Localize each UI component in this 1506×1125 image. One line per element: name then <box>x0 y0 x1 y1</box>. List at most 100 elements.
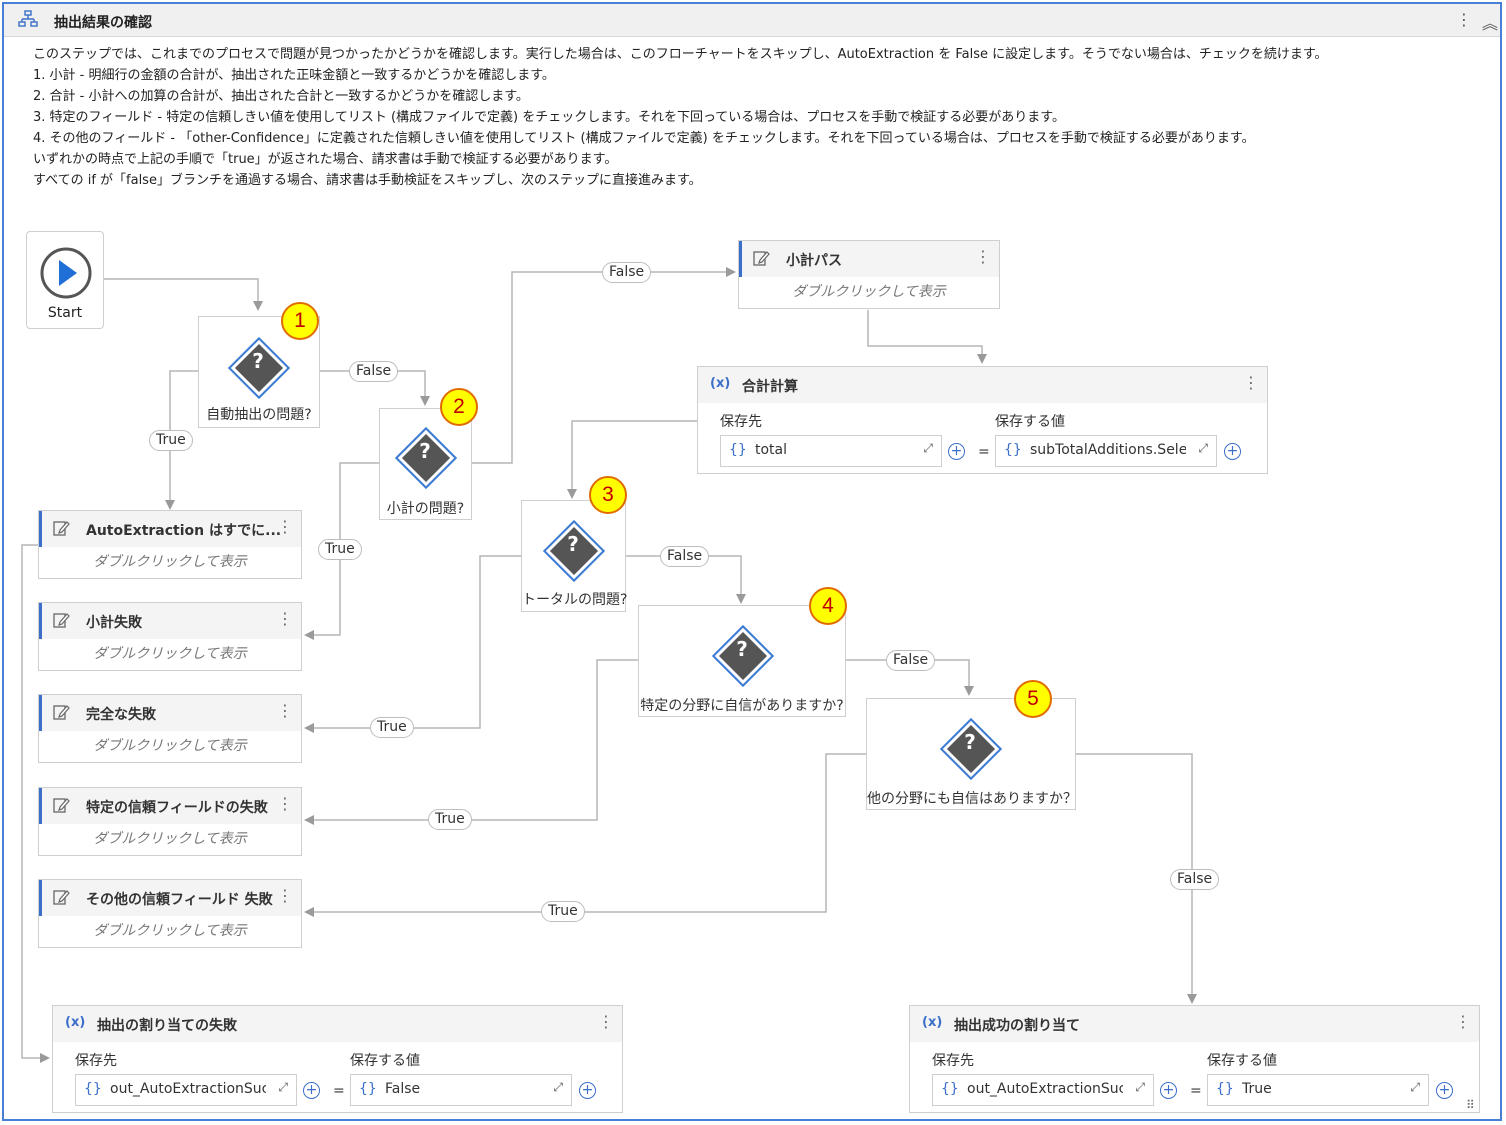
decision-other-fields[interactable]: ? 他の分野にも自信はありますか？ <box>866 698 1077 810</box>
flowchart-icon <box>18 10 38 32</box>
activity-hint: ダブルクリックして表示 <box>93 831 247 847</box>
decision-subtotal[interactable]: ? 小計の問題? <box>379 408 472 520</box>
edge-label-true[interactable]: True <box>428 809 472 830</box>
step-badge-3: 3 <box>589 476 627 514</box>
activity-hint: ダブルクリックして表示 <box>93 738 247 754</box>
assign-to-value: out_AutoExtractionSuc <box>110 1081 266 1097</box>
description-line: すべての if が「false」ブランチを通過する場合、請求書は手動検証をスキッ… <box>33 173 702 188</box>
step-badge-4: 4 <box>809 587 847 625</box>
more-options-icon[interactable]: ⋮ <box>1455 1012 1471 1031</box>
assign-value-field[interactable]: {} True ⤢ <box>1207 1074 1429 1106</box>
equals-sign: = <box>978 444 990 460</box>
more-options-icon[interactable]: ⋮ <box>277 701 293 720</box>
edge-label-true[interactable]: True <box>318 539 362 560</box>
edge-label-true[interactable]: True <box>541 901 585 922</box>
expression-icon: {} <box>1004 442 1022 458</box>
more-options-icon[interactable]: ⋮ <box>277 794 293 813</box>
edit-icon <box>53 798 70 813</box>
activity-title: 小計パス <box>786 253 842 269</box>
assign-to-value: out_AutoExtractionSuc <box>967 1081 1123 1097</box>
expand-icon[interactable]: ⤢ <box>553 1080 563 1094</box>
connector-failures-assign <box>21 544 50 1063</box>
edit-icon <box>53 705 70 720</box>
decision-specific-fields[interactable]: ? 特定の分野に自信がありますか? <box>638 605 846 717</box>
start-node[interactable]: Start <box>26 231 104 329</box>
description-line: いずれかの時点で上記の手順で「true」が返された場合、請求書は手動で検証する必… <box>33 152 618 167</box>
variable-icon: (x) <box>65 1015 86 1030</box>
expand-icon[interactable]: ⤢ <box>1198 441 1208 455</box>
more-options-icon[interactable]: ⋮ <box>1456 10 1472 29</box>
question-mark-icon: ? <box>964 730 976 754</box>
activity-specific-confidence-failure[interactable]: 特定の信頼フィールドの失敗 ⋮ ダブルクリックして表示 <box>38 787 302 856</box>
more-options-icon[interactable]: ⋮ <box>1243 373 1259 392</box>
decision-label: 特定の分野に自信がありますか? <box>640 698 844 714</box>
assign-title: 合計計算 <box>742 379 798 395</box>
assign-to-field[interactable]: {} out_AutoExtractionSuc ⤢ <box>75 1074 297 1106</box>
expand-icon[interactable]: ⤢ <box>278 1080 288 1094</box>
more-options-icon[interactable]: ⋮ <box>598 1012 614 1031</box>
question-mark-icon: ? <box>736 637 748 661</box>
edit-icon <box>53 890 70 905</box>
decision-total[interactable]: ? トータルの問題? <box>521 500 628 612</box>
decision-label: トータルの問題? <box>522 592 628 608</box>
edge-label-false[interactable]: False <box>1170 869 1220 890</box>
activity-subtotal-pass[interactable]: 小計パス ⋮ ダブルクリックして表示 <box>738 240 1000 309</box>
assign-extraction-failure[interactable]: (x) 抽出の割り当ての失敗 ⋮ 保存先 保存する値 {} out_AutoEx… <box>52 1005 623 1113</box>
expression-icon: {} <box>84 1081 102 1097</box>
more-options-icon[interactable]: ⋮ <box>277 609 293 628</box>
connector-pass-assign <box>867 310 987 364</box>
expand-icon[interactable]: ⤢ <box>1135 1080 1145 1094</box>
edge-label-true[interactable]: True <box>149 430 193 451</box>
expand-icon[interactable]: ⤢ <box>1410 1080 1420 1094</box>
add-icon[interactable]: + <box>1436 1082 1453 1099</box>
add-icon[interactable]: + <box>948 443 965 460</box>
connector-d3-true <box>304 555 521 733</box>
activity-other-confidence-failure[interactable]: その他の信頼フィールド 失敗 ⋮ ダブルクリックして表示 <box>38 879 302 948</box>
edge-label-true[interactable]: True <box>370 717 414 738</box>
add-icon[interactable]: + <box>579 1082 596 1099</box>
add-icon[interactable]: + <box>303 1082 320 1099</box>
expression-icon: {} <box>941 1081 959 1097</box>
activity-hint: ダブルクリックして表示 <box>93 923 247 939</box>
assign-to-label: 保存先 <box>932 1053 974 1069</box>
decision-label: 他の分野にも自信はありますか？ <box>867 791 1077 807</box>
expression-icon: {} <box>729 442 747 458</box>
add-icon[interactable]: + <box>1160 1082 1177 1099</box>
assign-extraction-success[interactable]: (x) 抽出成功の割り当て ⋮ 保存先 保存する値 {} out_AutoExt… <box>909 1005 1480 1113</box>
expand-icon[interactable]: ⤢ <box>923 441 933 455</box>
edit-icon <box>53 613 70 628</box>
question-mark-icon: ? <box>419 439 431 463</box>
assign-value-label: 保存する値 <box>1207 1053 1277 1069</box>
flowchart-header[interactable]: 抽出結果の確認 ⋮ ︽ <box>4 4 1500 37</box>
activity-subtotal-failure[interactable]: 小計失敗 ⋮ ダブルクリックして表示 <box>38 602 302 671</box>
activity-auto-extraction-already[interactable]: AutoExtraction はすでに... ⋮ ダブルクリックして表示 <box>38 510 302 579</box>
activity-complete-failure[interactable]: 完全な失敗 ⋮ ダブルクリックして表示 <box>38 694 302 763</box>
edge-label-false[interactable]: False <box>349 361 399 382</box>
more-options-icon[interactable]: ⋮ <box>277 517 293 536</box>
more-options-icon[interactable]: ⋮ <box>277 886 293 905</box>
edge-label-false[interactable]: False <box>602 262 652 283</box>
edge-label-false[interactable]: False <box>886 650 936 671</box>
resize-grip-icon[interactable]: ⠿ <box>1466 1098 1475 1112</box>
connector-start-d1 <box>104 278 263 311</box>
collapse-icon[interactable]: ︽ <box>1482 14 1499 33</box>
activity-title: その他の信頼フィールド 失敗 <box>86 892 273 908</box>
assign-to-field[interactable]: {} total ⤢ <box>720 435 942 467</box>
assign-value-field[interactable]: {} False ⤢ <box>350 1074 572 1106</box>
equals-sign: = <box>1190 1083 1202 1099</box>
more-options-icon[interactable]: ⋮ <box>975 247 991 266</box>
description-line: 3. 特定のフィールド - 特定の信頼しきい値を使用してリスト (構成ファイルで… <box>33 110 1066 125</box>
edge-label-false[interactable]: False <box>660 546 710 567</box>
step-badge-2: 2 <box>440 388 478 426</box>
connector-d5-true <box>304 753 866 917</box>
assign-value-field[interactable]: {} subTotalAdditions.Sele ⤢ <box>995 435 1217 467</box>
assign-to-label: 保存先 <box>75 1053 117 1069</box>
assign-to-field[interactable]: {} out_AutoExtractionSuc ⤢ <box>932 1074 1154 1106</box>
description-line: 1. 小計 - 明細行の金額の合計が、抽出された正味金額と一致するかどうかを確認… <box>33 68 555 83</box>
assign-total-calculation[interactable]: (x) 合計計算 ⋮ 保存先 保存する値 {} total ⤢ + = {} s… <box>697 366 1268 474</box>
connector-assign-d3 <box>567 420 697 499</box>
assign-title: 抽出の割り当ての失敗 <box>97 1018 237 1034</box>
variable-icon: (x) <box>922 1015 943 1030</box>
activity-hint: ダブルクリックして表示 <box>93 646 247 662</box>
add-icon[interactable]: + <box>1224 443 1241 460</box>
